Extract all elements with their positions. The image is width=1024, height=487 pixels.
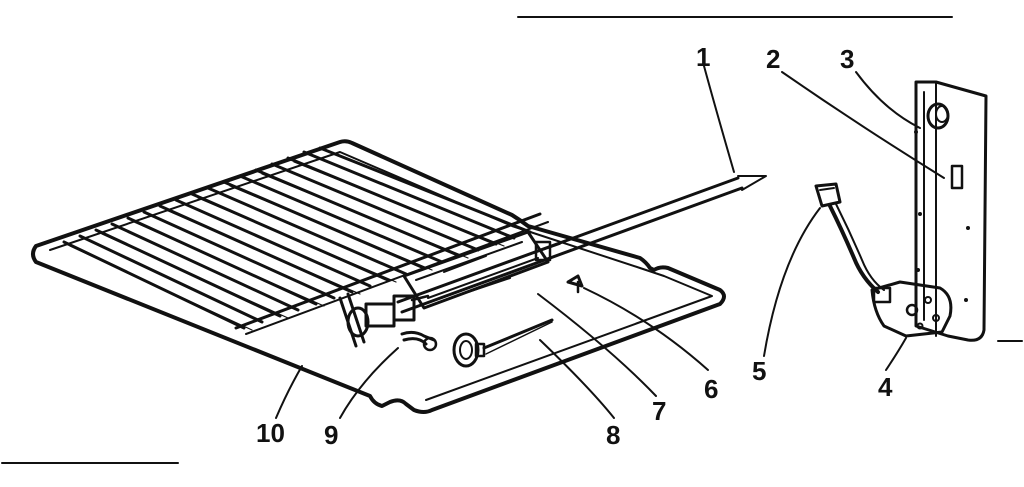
callout-9: 9 — [324, 420, 338, 450]
callout-2: 2 — [766, 44, 780, 74]
motor-bracket — [914, 80, 988, 342]
screw — [566, 274, 584, 294]
spit-handle — [338, 292, 430, 348]
spit-clip — [400, 330, 438, 352]
callout-8: 8 — [606, 420, 620, 450]
callout-6: 6 — [704, 374, 718, 404]
callout-labels: 1 2 3 4 5 6 7 8 9 10 — [256, 42, 893, 450]
callout-5: 5 — [752, 356, 766, 386]
meat-probe — [452, 318, 554, 368]
callout-4: 4 — [878, 372, 893, 402]
callout-3: 3 — [840, 44, 854, 74]
wire-harness — [814, 182, 885, 294]
callout-1: 1 — [696, 42, 710, 72]
callout-7: 7 — [652, 396, 666, 426]
oven-rack — [31, 139, 726, 414]
callout-10: 10 — [256, 418, 285, 448]
spit-fork-assembly — [402, 230, 552, 310]
spit-rod — [396, 175, 767, 314]
leader-lines — [275, 65, 945, 419]
